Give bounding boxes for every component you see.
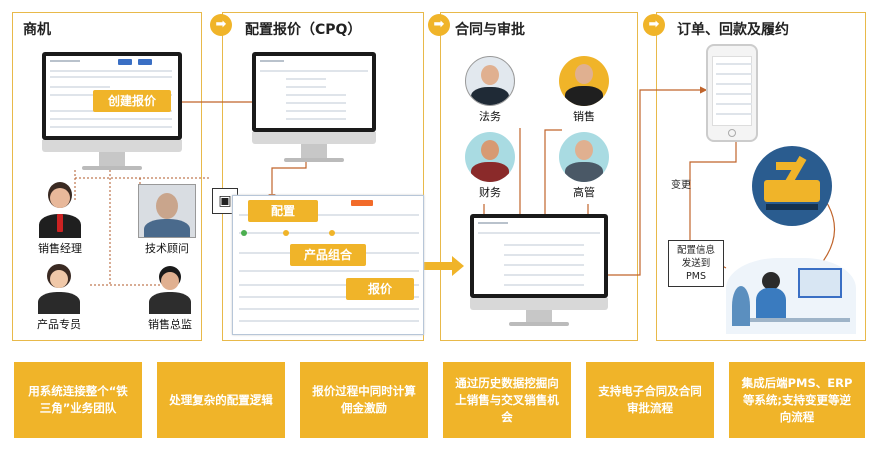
change-label: 变更 — [671, 180, 691, 191]
consultant-photo — [138, 184, 196, 238]
person-sales-manager: 销售经理 — [32, 180, 88, 256]
office-worker-illustration — [726, 258, 856, 334]
feature-box: 通过历史数据挖掘向上销售与交叉销售机会 — [443, 362, 571, 438]
feature-text: 报价过程中同时计算佣金激励 — [312, 384, 416, 415]
robot-arm-icon — [752, 146, 832, 226]
label-executive: 高管 — [573, 186, 595, 199]
label-sales-manager: 销售经理 — [38, 242, 82, 255]
panel-title-cpq: 配置报价（CPQ） — [245, 22, 362, 38]
person-product-specialist: 产品专员 — [28, 262, 90, 332]
feature-box: 集成后端PMS、ERP等系统;支持变更等逆向流程 — [729, 362, 865, 438]
feature-text: 用系统连接整个“铁三角”业务团队 — [28, 384, 128, 415]
cpq-monitor — [252, 52, 376, 162]
feature-box: 报价过程中同时计算佣金激励 — [300, 362, 428, 438]
feature-box: 用系统连接整个“铁三角”业务团队 — [14, 362, 142, 438]
label-legal: 法务 — [479, 110, 501, 123]
cpq-screen — [256, 56, 372, 128]
executive-avatar-icon — [559, 132, 609, 182]
person-sales: 销售 — [556, 56, 612, 124]
feature-text: 支持电子合同及合同审批流程 — [598, 384, 702, 415]
configure-tag: 配置 — [248, 200, 318, 222]
headset-avatar-icon — [36, 262, 82, 314]
businessman-avatar-icon — [37, 180, 83, 238]
arrow-right-icon: ➡ — [210, 14, 232, 36]
contract-screen — [474, 218, 604, 294]
panel-title-opportunity: 商机 — [23, 22, 51, 38]
quote-tag: 报价 — [346, 278, 414, 300]
sales-avatar-icon — [559, 56, 609, 106]
label-sales-director: 销售总监 — [148, 318, 192, 331]
feature-text: 集成后端PMS、ERP等系统;支持变更等逆向流程 — [741, 375, 853, 424]
phone-device — [706, 44, 758, 142]
product-combo-tag: 产品组合 — [290, 244, 366, 266]
label-finance: 财务 — [479, 186, 501, 199]
person-executive: 高管 — [556, 132, 612, 200]
finance-avatar-icon — [465, 132, 515, 182]
person-tech-consultant: 技术顾问 — [136, 184, 198, 256]
director-avatar-icon — [147, 262, 193, 314]
feature-box: 处理复杂的配置逻辑 — [157, 362, 285, 438]
label-tech-consultant: 技术顾问 — [145, 242, 189, 255]
label-product-specialist: 产品专员 — [37, 318, 81, 331]
feature-text: 通过历史数据挖掘向上销售与交叉销售机会 — [455, 375, 559, 424]
legal-avatar-icon — [465, 56, 515, 106]
feature-box: 支持电子合同及合同审批流程 — [586, 362, 714, 438]
arrow-right-icon: ➡ — [643, 14, 665, 36]
panel-title-order: 订单、回款及履约 — [677, 22, 789, 38]
pms-callout: 配置信息发送到PMS — [668, 240, 724, 287]
contract-monitor — [470, 214, 608, 326]
panel-title-contract: 合同与审批 — [455, 22, 525, 38]
arrow-right-icon: ➡ — [428, 14, 450, 36]
person-finance: 财务 — [462, 132, 518, 200]
person-sales-director: 销售总监 — [140, 262, 200, 332]
person-legal: 法务 — [462, 56, 518, 124]
feature-text: 处理复杂的配置逻辑 — [169, 392, 273, 407]
label-sales: 销售 — [573, 110, 595, 123]
create-quote-tag: 创建报价 — [93, 90, 171, 112]
